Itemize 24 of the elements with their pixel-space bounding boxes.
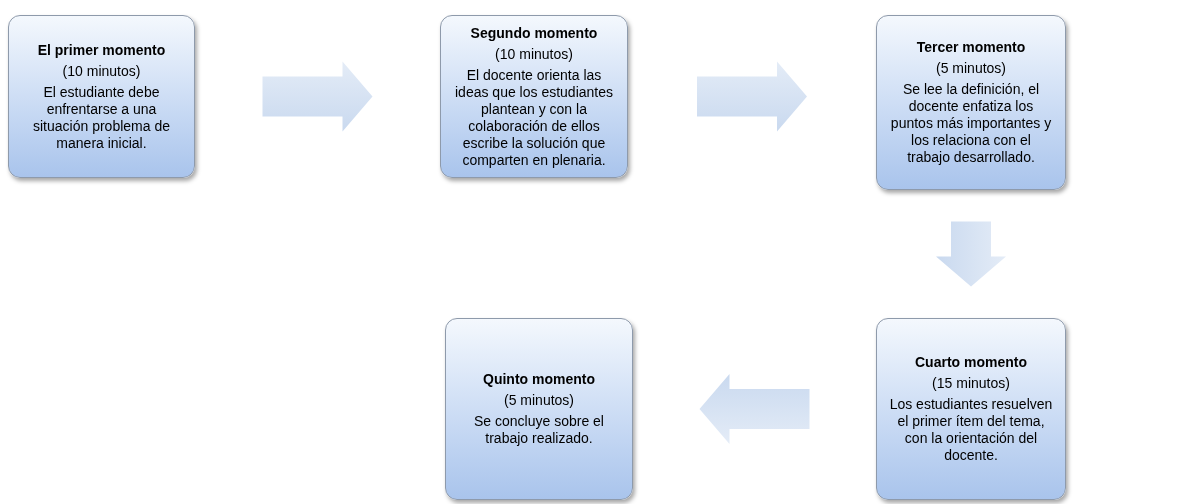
- description-text: Los estudiantes resuelven el primer ítem del tema, con la orientación del docente.: [889, 396, 1053, 464]
- block-arrow: [936, 221, 1006, 287]
- duration-text: (10 minutos): [495, 45, 573, 63]
- duration-text: (5 minutos): [936, 60, 1006, 77]
- duration-text: (15 minutos): [932, 375, 1010, 392]
- block-arrow: [697, 61, 807, 132]
- node-title: Tercer momento: [916, 39, 1026, 56]
- duration-text: (10 minutos): [62, 62, 141, 80]
- step-box: [876, 318, 1066, 500]
- description-text: El docente orienta las ideas que los estudiantes plantean y con la colaboración de ellos escribe la solución que comparten en plenaria.: [454, 66, 614, 169]
- node-title: El primer momento: [37, 41, 166, 59]
- step-box: [876, 15, 1066, 190]
- description-text: El estudiante debe enfrentarse a una situación problema de manera inicial.: [32, 83, 171, 152]
- block-arrow: [262, 61, 373, 132]
- node-title: Segundo momento: [470, 24, 598, 42]
- description-text: Se concluye sobre el trabajo realizado.: [473, 413, 605, 447]
- description-text: Se lee la definición, el docente enfatiza los puntos más importantes y los relaciona con el trabajo desarrollado.: [889, 81, 1053, 166]
- step-box: [445, 318, 633, 500]
- node-title: Cuarto momento: [915, 354, 1027, 371]
- duration-text: (5 minutos): [504, 392, 574, 409]
- step-box: [440, 15, 628, 178]
- step-box: [8, 15, 195, 178]
- block-arrow: [699, 374, 810, 444]
- node-title: Quinto momento: [483, 371, 595, 388]
